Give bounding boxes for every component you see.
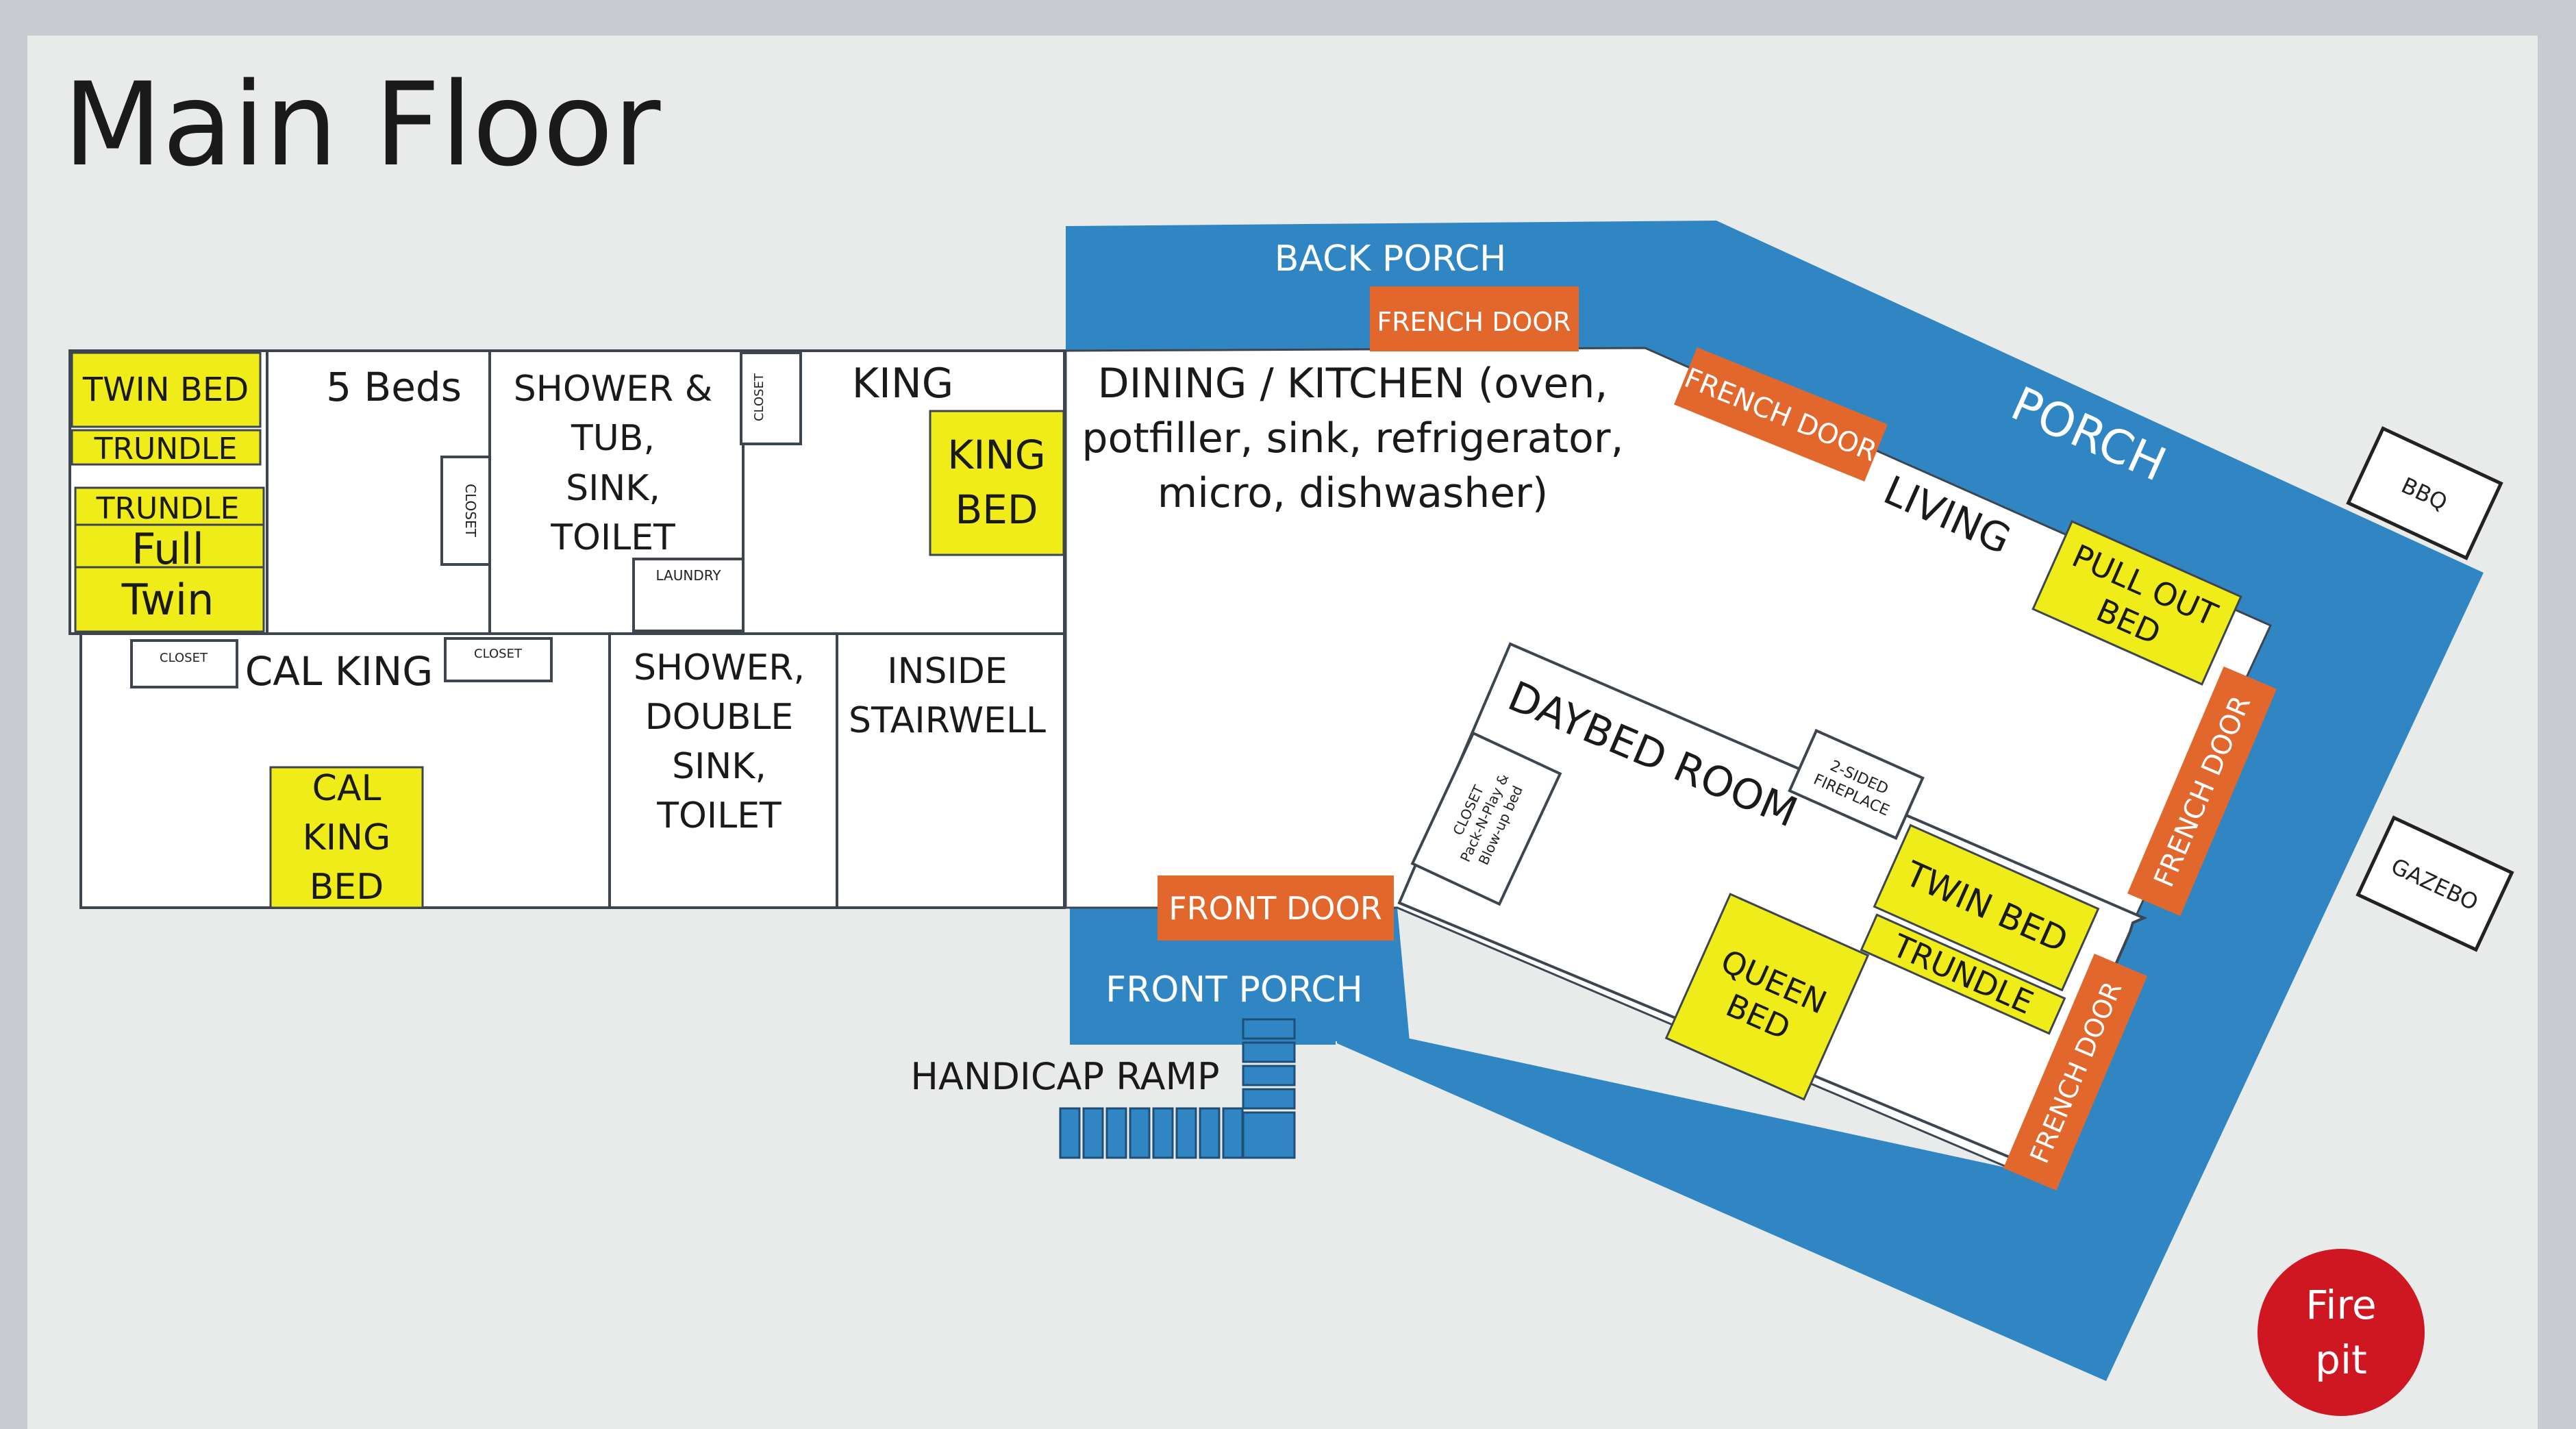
room-shower-tub: TOILET: [550, 517, 675, 558]
two-sided-fireplace: [1788, 728, 1925, 841]
french-door-right: [2127, 666, 2277, 917]
cal-king-bed-label: CAL: [312, 768, 382, 809]
front-porch-label: FRONT PORCH: [1105, 969, 1362, 1010]
bed-cal-king: [269, 766, 424, 909]
french-door-top: [1370, 286, 1579, 351]
king-bed-label: BED: [955, 486, 1038, 533]
porch-band: [1066, 221, 2484, 1381]
bed-trundle: [71, 429, 262, 466]
cal-king-bed-label: BED: [310, 867, 384, 908]
daybed-closet: [1410, 731, 1562, 906]
fire-pit-label: pit: [2315, 1337, 2367, 1383]
closet-label: CLOSET: [462, 484, 479, 537]
ramp-slat: [1105, 1107, 1127, 1159]
daybed-room-outline: [1397, 642, 2148, 1167]
room-dining-kitchen: potfiller, sink, refrigerator,: [1081, 414, 1623, 462]
ramp-step: [1242, 1018, 1296, 1040]
ramp-slat: [1199, 1107, 1221, 1159]
french-door-diag: [1674, 347, 1888, 482]
room-shower-tub: SHOWER &: [514, 369, 713, 410]
bbq-box: [2346, 426, 2503, 560]
room-dining-kitchen: DINING / KITCHEN (oven,: [1098, 360, 1608, 408]
laundry-box: [632, 558, 745, 632]
closet-label: CLOSET: [474, 647, 523, 661]
bed-king: [929, 410, 1065, 556]
laundry-label: LAUNDRY: [655, 567, 721, 584]
room-shower-tub: SINK,: [566, 468, 660, 509]
room-shower-double: TOILET: [656, 795, 781, 836]
bed-twin: [71, 351, 262, 428]
bed-trundle: [74, 486, 265, 526]
bed-twin-daybed: [1873, 823, 2100, 992]
page-title: Main Floor: [63, 58, 661, 192]
room-stairwell: INSIDE: [887, 651, 1007, 692]
closet-box: [444, 637, 553, 682]
ramp-landing: [1242, 1111, 1296, 1159]
handicap-ramp-label: HANDICAP RAMP: [910, 1055, 1219, 1098]
room-shower-tub: TUB,: [571, 418, 655, 459]
handicap-ramp: [1059, 1018, 1296, 1159]
front-door-label: FRONT DOOR: [1168, 890, 1382, 927]
room-shower-double: SINK,: [672, 746, 766, 787]
back-porch-label: BACK PORCH: [1275, 238, 1507, 279]
closet-label: CLOSET: [752, 373, 766, 421]
room-dining-kitchen: micro, dishwasher): [1158, 469, 1548, 517]
room-5-beds: 5 Beds: [326, 364, 462, 410]
room-king: KING: [852, 360, 953, 408]
closet-box: [130, 639, 238, 688]
ramp-slat: [1082, 1107, 1104, 1159]
trundle-label: TRUNDLE: [96, 491, 240, 526]
front-door: [1158, 875, 1394, 941]
room-stairwell: STAIRWELL: [849, 700, 1046, 741]
ramp-slat: [1059, 1107, 1081, 1159]
fire-pit-label: Fire: [2305, 1282, 2377, 1328]
ramp-slat: [1175, 1107, 1197, 1159]
room-shower-double: DOUBLE: [645, 697, 794, 738]
closet-box: [440, 456, 491, 566]
fire-pit: [2258, 1249, 2425, 1416]
bed-queen: [1664, 893, 1870, 1101]
french-door-lower: [2003, 954, 2148, 1191]
ramp-step: [1242, 1088, 1296, 1110]
bed-full: [74, 523, 265, 569]
closet-box: [740, 351, 802, 445]
twin-label: Twin: [121, 575, 214, 625]
ramp-slat: [1152, 1107, 1174, 1159]
ramp-step: [1242, 1065, 1296, 1086]
front-porch: [1070, 908, 1410, 1045]
trundle-label: TRUNDLE: [94, 432, 238, 467]
bed-twin-small: [74, 566, 265, 633]
bed-trundle-daybed: [1860, 913, 2066, 1035]
french-door-top-label: FRENCH DOOR: [1377, 307, 1571, 337]
room-shower-double: SHOWER,: [634, 647, 805, 688]
twin-bed-label: TWIN BED: [82, 371, 249, 409]
gazebo-box: [2355, 815, 2514, 952]
ramp-step: [1242, 1041, 1296, 1063]
bed-pull-out: [2031, 520, 2242, 686]
closet-label: CLOSET: [160, 651, 208, 665]
full-label: Full: [132, 524, 204, 574]
room-cal-king: CAL KING: [245, 648, 433, 695]
king-bed-label: KING: [947, 432, 1045, 478]
ramp-slat: [1222, 1107, 1244, 1159]
ramp-slat: [1129, 1107, 1151, 1159]
cal-king-bed-label: KING: [303, 817, 391, 858]
